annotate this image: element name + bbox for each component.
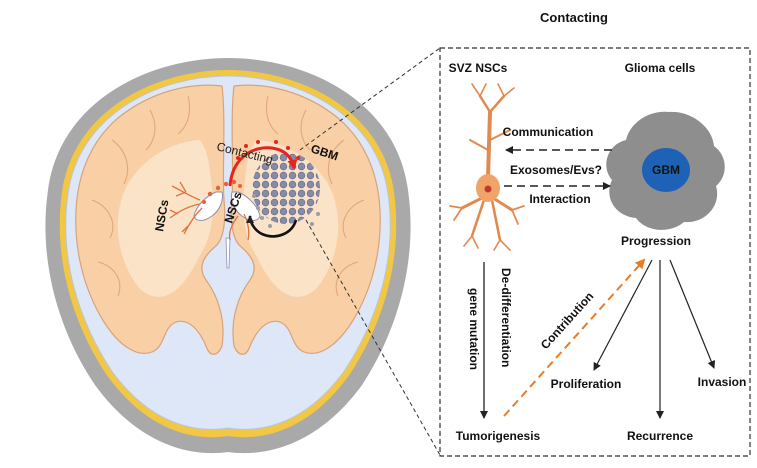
zoom-line-bottom (305, 219, 441, 456)
interaction-label: Interaction (529, 192, 590, 206)
exosomes-label: Exosomes/Evs? (510, 163, 602, 177)
svz-nscs-label: SVZ NSCs (449, 61, 508, 75)
figure-title: Contacting (540, 10, 608, 25)
gyri (91, 95, 365, 297)
dedifferentiation-label: De-differentiation (499, 268, 513, 367)
progression-label: Progression (621, 234, 691, 248)
gbm-nucleus (642, 148, 690, 192)
nsc-nucleus (484, 185, 492, 193)
third-ventricle (225, 237, 231, 269)
contacting-arrow (228, 146, 298, 187)
brain-section: Contacting GBM NSCs NSCs (45, 58, 411, 454)
contacting-dots (236, 140, 300, 160)
recurrence-label: Recurrence (627, 429, 693, 443)
gbm-scatter (252, 194, 320, 228)
gbm-cell-label: GBM (652, 163, 680, 177)
communication-label: Communication (503, 125, 594, 139)
nsc-processes (169, 181, 250, 241)
left-ventricle (193, 191, 223, 221)
proliferation-arrow (593, 259, 653, 371)
migration-arrow (246, 215, 298, 238)
contribution-arrow (503, 258, 646, 417)
invasion-label: Invasion (698, 375, 747, 389)
contribution-label: Contribution (538, 289, 597, 352)
nsc-dots (202, 179, 242, 204)
nsc-neuron (449, 83, 525, 251)
glioma-cells-label: Glioma cells (625, 61, 696, 75)
invasion-arrow (669, 259, 716, 369)
gene-mutation-label: gene mutation (467, 288, 481, 370)
nscs-left-label: NSCs (152, 198, 171, 232)
detail-panel (439, 47, 751, 457)
tumorigenesis-label: Tumorigenesis (456, 429, 541, 443)
proliferation-label: Proliferation (551, 377, 622, 391)
gbm-tumor (252, 152, 320, 224)
white-matter-left (117, 140, 213, 297)
zoom-line-top (299, 47, 441, 151)
